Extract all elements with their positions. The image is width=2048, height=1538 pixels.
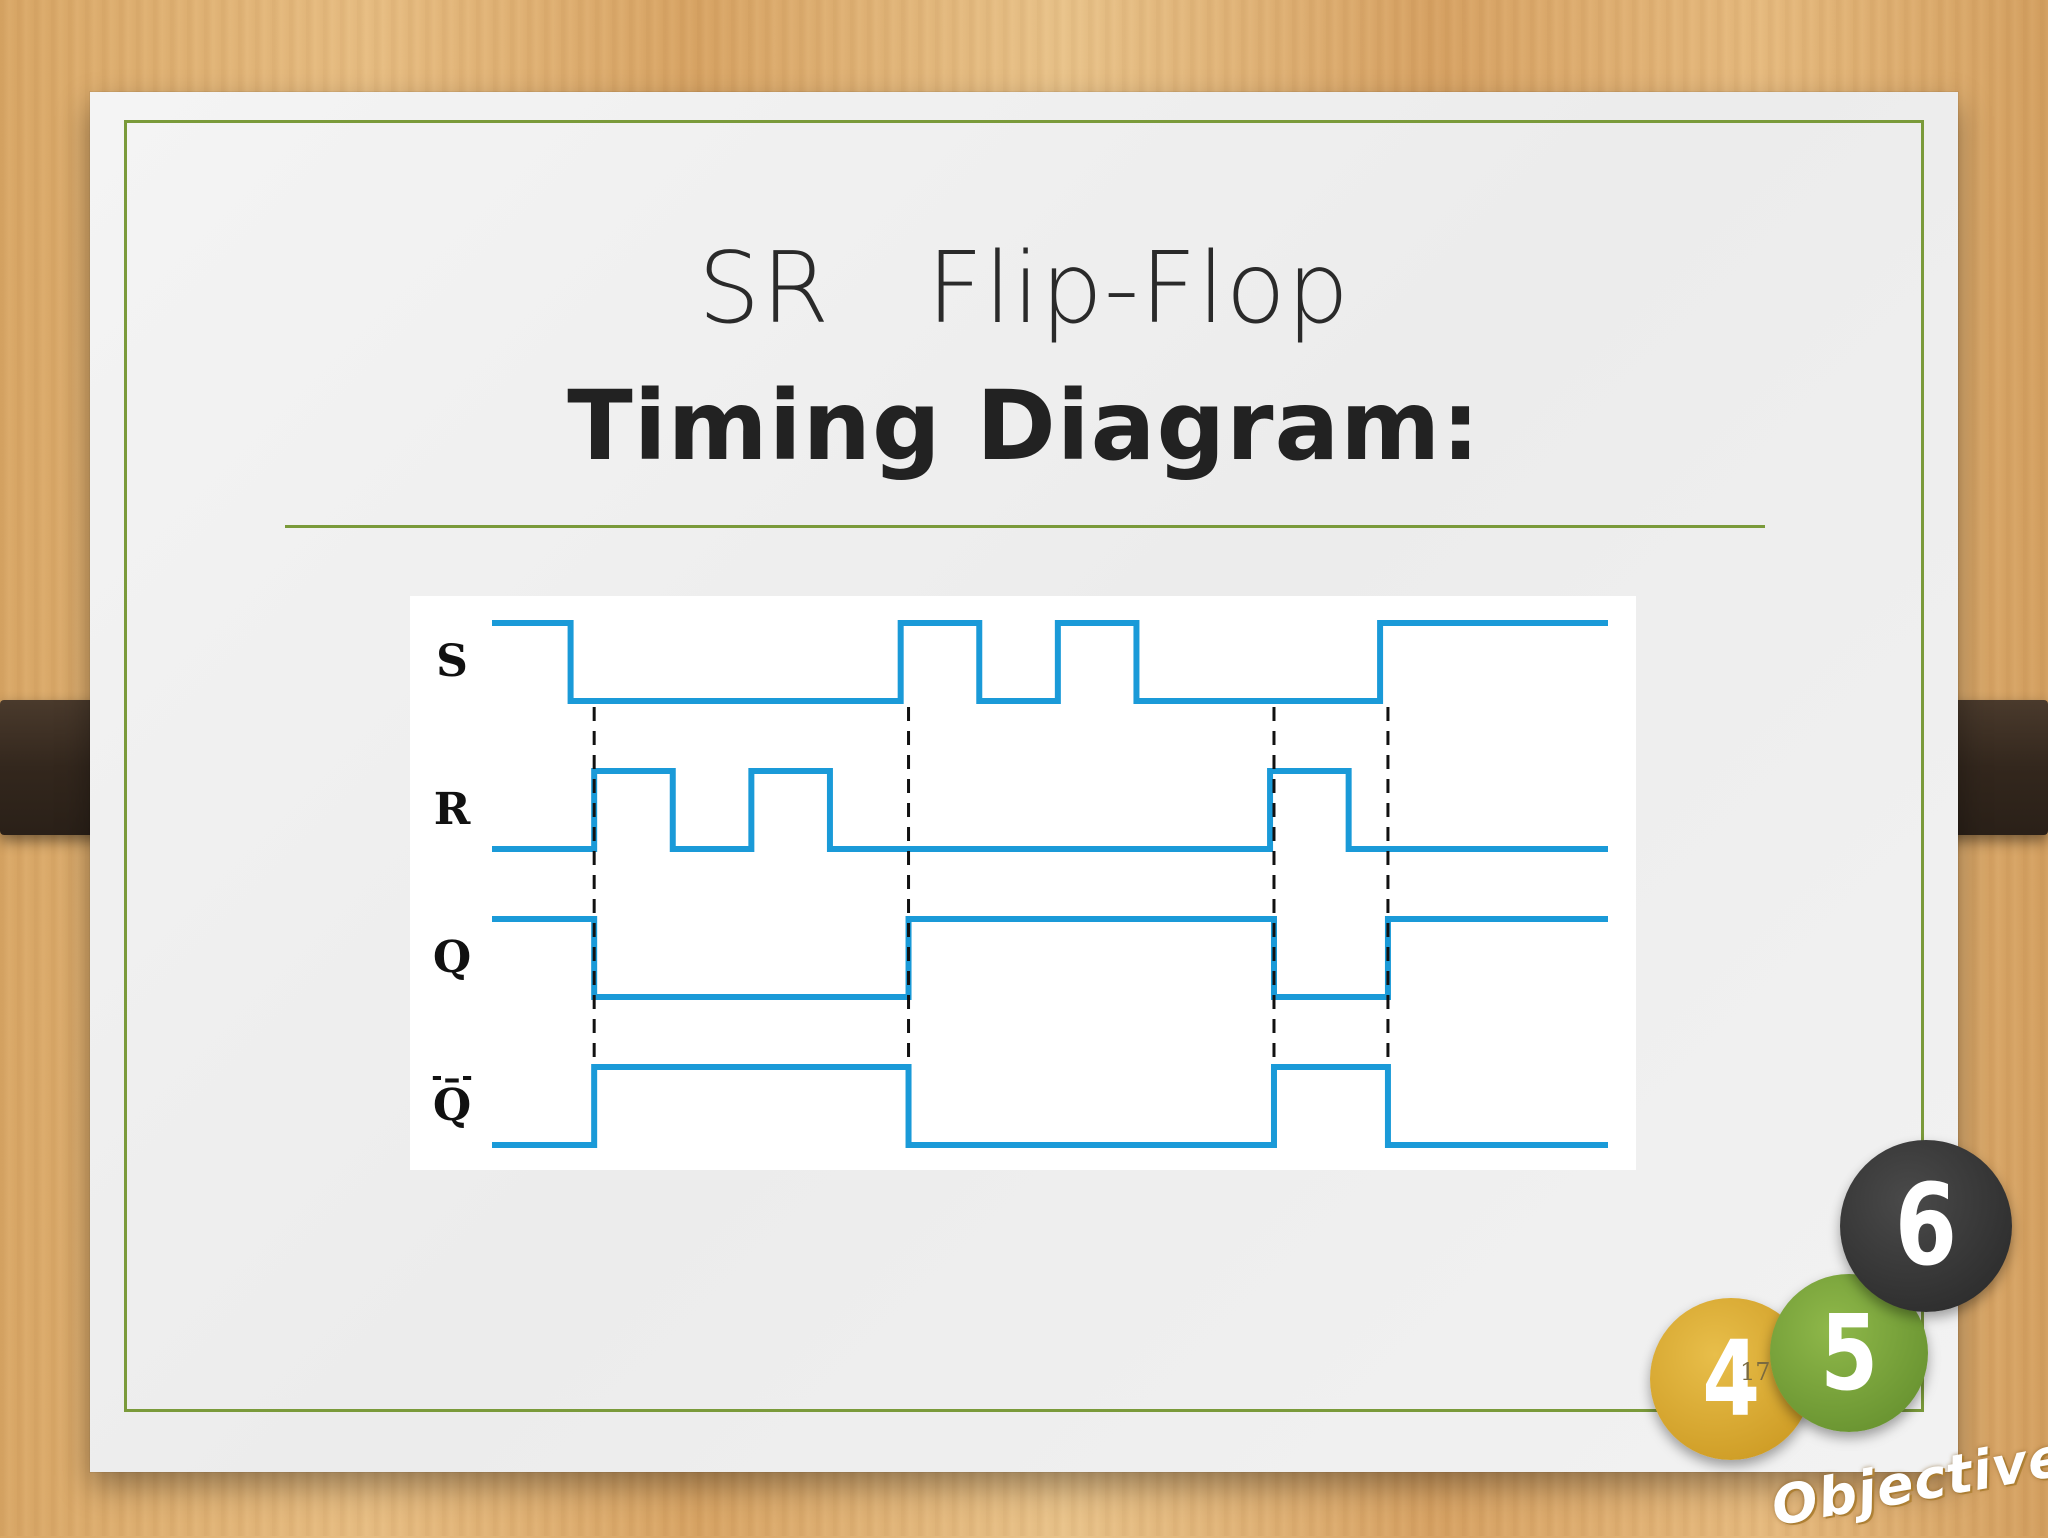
waveform-r bbox=[492, 768, 1608, 852]
slide-border-frame bbox=[124, 120, 1924, 1412]
page-number: 17 bbox=[1740, 1358, 1771, 1386]
signal-label-q: Q bbox=[432, 932, 472, 983]
waveform-q-bar bbox=[492, 1064, 1608, 1148]
slide-title: SR Flip-Flop bbox=[698, 232, 1350, 346]
signal-label-s: S bbox=[436, 636, 468, 687]
signal-label-r: R bbox=[433, 784, 471, 835]
badge-6: 6 bbox=[1840, 1140, 2012, 1312]
waveform-s bbox=[492, 620, 1608, 704]
timing-diagram-svg bbox=[492, 620, 1608, 1148]
title-divider bbox=[285, 525, 1765, 528]
timing-diagram bbox=[410, 596, 1636, 1170]
slide-subtitle: Timing Diagram: bbox=[567, 370, 1481, 482]
waveform-q bbox=[492, 916, 1608, 1000]
objective-badges: 4 5 6 Objective bbox=[1640, 1140, 2048, 1538]
signal-label-q-bar: Q̄ bbox=[432, 1080, 472, 1131]
